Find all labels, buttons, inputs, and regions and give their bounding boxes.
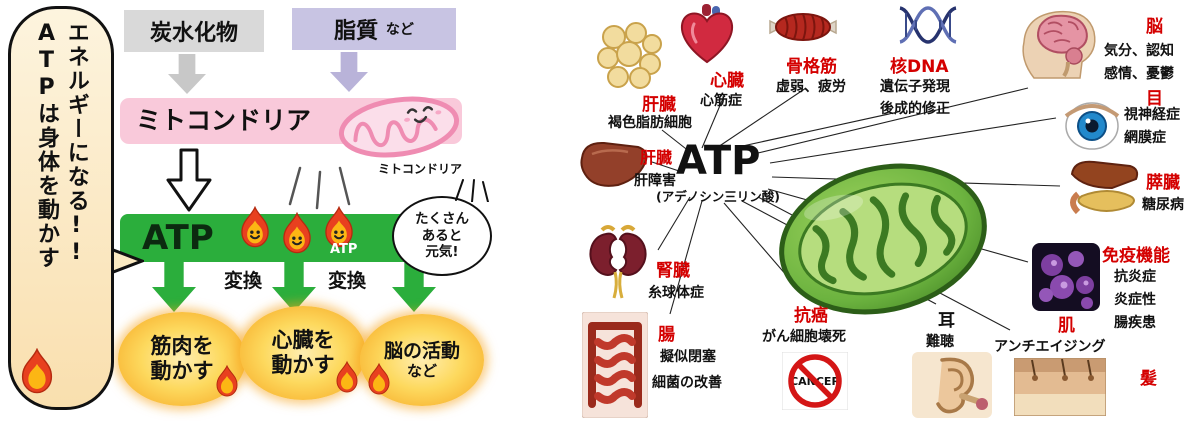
anticancer-label: 抗癌 [794, 306, 828, 326]
eye-sub: 網膜症 [1124, 130, 1166, 146]
mitochondria-cartoon-icon [338, 96, 460, 158]
cancer-prohibition-icon: CANCER [782, 352, 848, 410]
liver-sub: 肝障害 [634, 173, 676, 189]
genki-speech-bubble: たくさん あると 元気! [392, 196, 492, 276]
pancreas-icon [1070, 160, 1139, 215]
ear-icon [912, 352, 992, 418]
intestine-label: 腸 [658, 325, 675, 345]
convert-label: 変換 [224, 270, 263, 292]
mitochondria-illustration-icon [779, 163, 987, 315]
output-brain-line1: 脳の活動 [383, 339, 460, 362]
bubble-text-line1: ATPは身体を動かす [34, 21, 59, 270]
heart-icon [681, 4, 733, 64]
flame-icon [336, 361, 358, 393]
kidney-icon [589, 225, 647, 299]
heart-label: 心臓 [710, 71, 744, 91]
mitochondria-bar-label: ミトコンドリア [136, 106, 312, 135]
intestine-sub: 擬似閉塞 [660, 349, 716, 365]
flame-face-icon [238, 206, 272, 248]
eye-label: 目 [1146, 89, 1163, 109]
dna-label: 核DNA [890, 57, 949, 77]
atp-bar-label: ATP [142, 218, 214, 258]
speech-line: 元気! [425, 244, 459, 261]
immune-label: 免疫機能 [1102, 246, 1170, 266]
brain-sub: 感情、憂鬱 [1104, 66, 1174, 82]
immune-cells-icon [1032, 243, 1100, 311]
carbohydrate-label: 炭水化物 [149, 21, 238, 46]
hair-label: 髪 [1140, 369, 1157, 389]
lipid-label: 脂質 [334, 19, 379, 44]
convert-label: 変換 [328, 270, 367, 292]
liver-label: 肝臓 [640, 148, 673, 167]
output-muscle-line2: 動かす [150, 359, 214, 383]
eye-icon [1064, 102, 1120, 150]
pancreas-sub: 糖尿病 [1142, 197, 1184, 213]
atp-center-title: ATP [676, 138, 761, 184]
heart-sub: 心筋症 [700, 93, 742, 109]
output-brain-line2: など [406, 362, 437, 381]
mitochondria-caption: ミトコンドリア [378, 162, 463, 176]
dna-sub: 後成的修正 [880, 101, 950, 117]
flame-face-icon [280, 212, 314, 254]
bubble-text-line2: エネルギーになる!! [63, 21, 89, 267]
atp-center-subtitle: (アデノシン三リン酸) [656, 189, 780, 204]
intestine-sub: 細菌の改善 [652, 375, 722, 391]
kidney-sub: 糸球体症 [648, 285, 704, 301]
skin-label: 肌 [1058, 316, 1075, 336]
speech-line: たくさん [415, 210, 469, 227]
atp-small-label: ATP [330, 242, 358, 257]
intestine-icon [582, 312, 648, 418]
liver-icon [580, 141, 648, 187]
emission-lines [288, 166, 351, 210]
lipid-box: 脂質 など [292, 8, 456, 50]
ear-sub: 難聴 [926, 334, 954, 350]
brain-sub: 気分、認知 [1104, 43, 1174, 59]
fat-cells-icon [597, 22, 662, 89]
immune-sub: 腸疾患 [1114, 315, 1156, 331]
flame-icon [216, 365, 238, 397]
dna-icon [899, 6, 957, 44]
pancreas-label: 膵臓 [1146, 173, 1180, 193]
immune-sub: 抗炎症 [1114, 269, 1156, 285]
flame-icon [21, 348, 53, 394]
kidney-label: 腎臓 [656, 261, 690, 281]
vertical-speech-bubble: ATPは身体を動かす エネルギーになる!! [8, 6, 114, 410]
output-muscle-line1: 筋肉を [150, 333, 214, 358]
speech-line: あると [421, 227, 463, 244]
brain-label: 脳 [1146, 17, 1163, 37]
eye-sub: 視神経症 [1124, 107, 1180, 123]
ear-label: 耳 [938, 311, 955, 331]
muscle-sub: 虚弱、疲労 [776, 79, 846, 95]
anticancer-sub: がん細胞壊死 [762, 329, 846, 345]
output-heart-line1: 心臓を [271, 327, 335, 352]
burst-lines [455, 179, 489, 202]
flame-icon [368, 363, 390, 395]
muscle-label: 骨格筋 [786, 57, 837, 77]
output-heart-line2: 動かす [271, 353, 335, 377]
dna-sub: 遺伝子発現 [880, 79, 950, 95]
fat-sub: 褐色脂肪細胞 [608, 115, 692, 131]
lipid-suffix: など [385, 22, 414, 38]
brain-icon [1022, 10, 1096, 79]
immune-sub: 炎症性 [1114, 292, 1156, 308]
fat-label: 肝臓 [642, 95, 676, 115]
arrow-down-outline [166, 148, 212, 212]
skin-layers-icon [1014, 358, 1106, 416]
carbohydrate-box: 炭水化物 [124, 10, 264, 52]
muscle-icon [769, 13, 837, 41]
skin-sub: アンチエイジング [994, 339, 1106, 355]
